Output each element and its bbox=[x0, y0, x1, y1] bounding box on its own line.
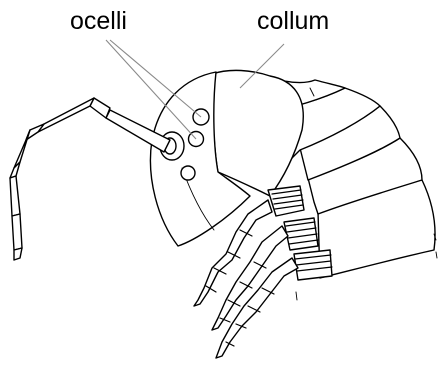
ocellus-3 bbox=[181, 166, 195, 180]
label-ocelli: ocelli bbox=[70, 9, 127, 34]
leader-ocelli-2 bbox=[110, 40, 201, 117]
label-collum: collum bbox=[257, 9, 329, 34]
antenna bbox=[10, 98, 170, 260]
